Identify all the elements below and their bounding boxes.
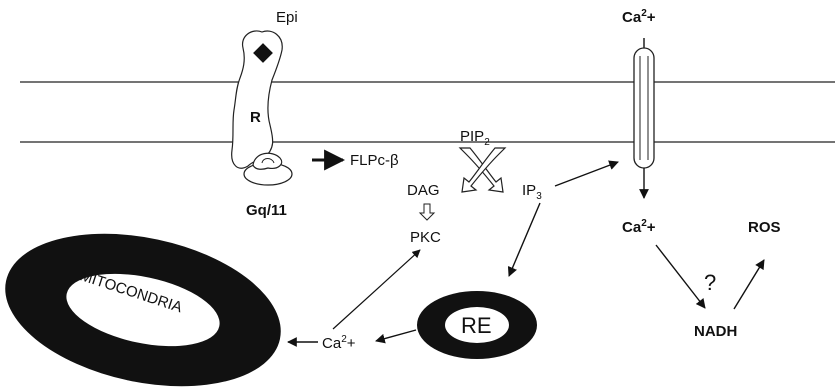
arrow-nadh-to-ros bbox=[733, 259, 765, 310]
arrow-ip3-to-channel bbox=[554, 160, 619, 187]
ros-label: ROS bbox=[748, 219, 781, 236]
receptor-label: R bbox=[250, 109, 261, 126]
ip3-label: IP3 bbox=[522, 182, 542, 202]
epi-label: Epi bbox=[276, 9, 298, 26]
nadh-label: NADH bbox=[694, 323, 737, 340]
ca-top-label: Ca2+ bbox=[622, 8, 656, 26]
pkc-label: PKC bbox=[410, 229, 441, 246]
epi-ligand-icon bbox=[253, 43, 273, 63]
calcium-channel-icon bbox=[633, 47, 655, 169]
arrow-ca-to-pkc bbox=[332, 249, 421, 330]
hydrolysis-arrows-icon bbox=[458, 147, 507, 193]
arrow-re-to-ca bbox=[375, 329, 417, 344]
re-label: RE bbox=[461, 313, 492, 338]
ca-low-label: Ca2+ bbox=[322, 334, 356, 352]
dag-label: DAG bbox=[407, 182, 440, 199]
g-protein-subunit-icon bbox=[252, 152, 283, 170]
question-mark: ? bbox=[704, 270, 716, 295]
arrow-dag-to-pkc bbox=[418, 203, 436, 221]
arrow-ip3-to-re bbox=[507, 202, 541, 277]
arrow-ca-to-nadh bbox=[655, 244, 706, 309]
g-protein-label: Gq/11 bbox=[246, 202, 287, 219]
ca-mid-label: Ca2+ bbox=[622, 218, 656, 236]
pip2-label: PIP2 bbox=[460, 128, 490, 148]
flpc-label: FLPc-β bbox=[350, 152, 399, 169]
